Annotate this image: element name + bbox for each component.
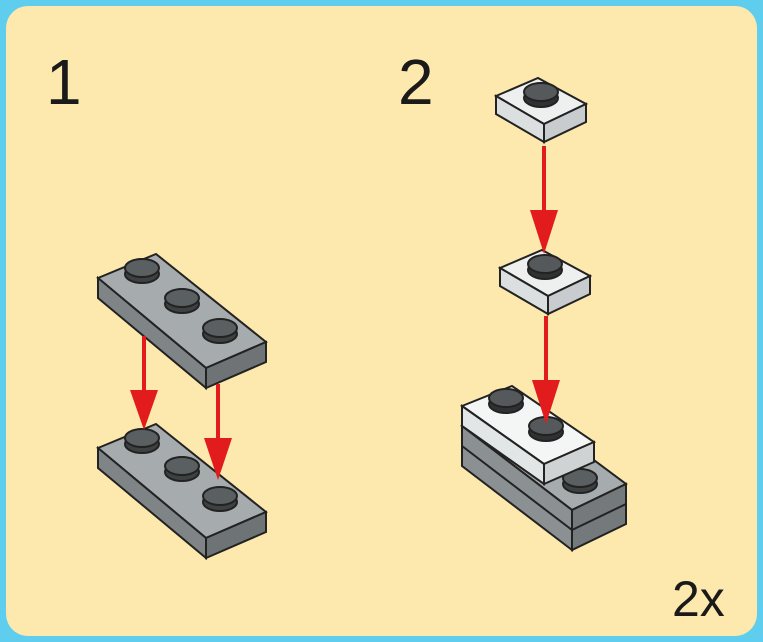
step1-arrow-left: [130, 336, 158, 430]
stud: [164, 288, 200, 314]
assembly-diagram: [96, 76, 628, 561]
step1-top-plate: [96, 252, 268, 391]
step2-base-assembly: [459, 384, 628, 553]
stud: [164, 456, 200, 482]
step2-middle-white-plate: [497, 248, 593, 316]
step2-arrow-lower: [532, 316, 560, 424]
stud: [202, 318, 238, 344]
stud: [523, 82, 559, 108]
step1-bottom-plate: [96, 422, 268, 561]
step1-arrow-right: [204, 384, 232, 480]
stud: [488, 388, 524, 414]
stud: [528, 416, 564, 442]
step-2-number: 2: [398, 46, 434, 118]
step2-top-white-plate: [493, 76, 589, 144]
quantity-multiplier: 2x: [672, 571, 725, 627]
stud: [124, 428, 160, 454]
step2-arrow-upper: [530, 146, 558, 254]
step-1-number: 1: [46, 46, 82, 118]
instruction-panel: 1 2 2x: [6, 6, 757, 636]
stud: [124, 258, 160, 284]
stud: [202, 486, 238, 512]
stud: [527, 254, 563, 280]
